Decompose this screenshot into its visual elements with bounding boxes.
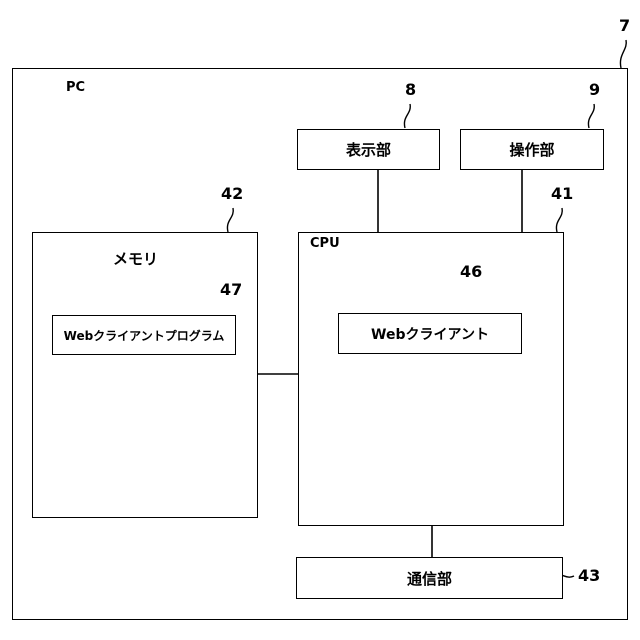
pc-label: PC [66,80,85,95]
operation-unit-label: 操作部 [509,139,554,160]
communication-unit-box: 通信部 [296,557,563,599]
web-client-ref: 46 [460,262,482,281]
web-client-program-ref: 47 [220,280,242,299]
memory-label: メモリ [113,248,158,269]
figure-ref-7: 7 [619,16,630,35]
display-unit-box: 表示部 [297,129,440,170]
web-client-label: Webクライアント [371,324,489,344]
operation-unit-box: 操作部 [460,129,604,170]
leader-7 [620,40,626,68]
communication-unit-ref: 43 [578,566,600,585]
communication-unit-label: 通信部 [407,568,452,589]
cpu-ref: 41 [551,184,573,203]
web-client-box: Webクライアント [338,313,522,354]
display-unit-label: 表示部 [346,139,391,160]
cpu-box [298,232,564,526]
memory-box [32,232,258,518]
operation-unit-ref: 9 [589,80,600,99]
cpu-label: CPU [310,236,340,251]
web-client-program-label: Webクライアントプログラム [64,327,225,344]
web-client-program-box: Webクライアントプログラム [52,315,236,355]
memory-ref: 42 [221,184,243,203]
display-unit-ref: 8 [405,80,416,99]
